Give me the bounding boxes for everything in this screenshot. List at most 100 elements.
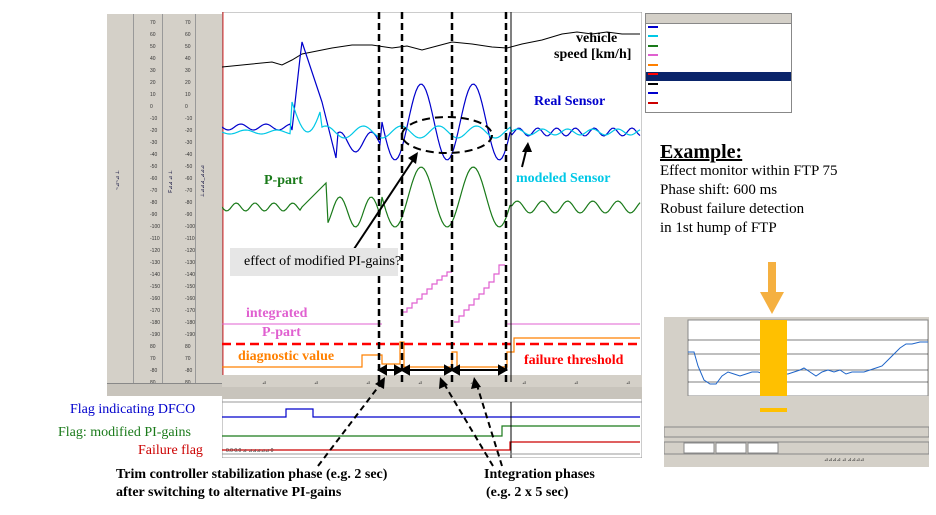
example-tabs xyxy=(683,442,779,454)
effect-ellipse xyxy=(401,116,493,154)
legend-row[interactable] xyxy=(648,81,788,90)
scale-tick-label: -180 xyxy=(150,320,161,326)
question-arrow xyxy=(351,156,416,253)
scale-tick-label: -70 xyxy=(185,188,193,194)
dfco-flag-label: Flag indicating DFCO xyxy=(70,402,196,417)
scale-tick-label: -60 xyxy=(185,176,193,182)
scale-tick-label: 20 xyxy=(150,80,156,86)
scale-tick-label: -120 xyxy=(150,248,161,254)
scale-tick-label: 70 xyxy=(185,356,191,362)
failure-flag-label: Failure flag xyxy=(138,443,203,458)
scale-tick-label: -120 xyxy=(185,248,196,254)
legend-swatch xyxy=(648,82,658,85)
example-line3: Robust failure detection xyxy=(660,201,805,217)
modeled-sensor-curve xyxy=(222,101,641,139)
scale-scrollbar[interactable] xyxy=(107,383,222,396)
p-part-label: P-part xyxy=(264,173,303,188)
legend-selected-row[interactable] xyxy=(646,72,791,81)
legend-row[interactable] xyxy=(648,43,788,52)
example-chart: ⊿⊿⊿⊿ ⊿ ⊿⊿⊿⊿ xyxy=(664,262,929,467)
example-line2: Phase shift: 600 ms xyxy=(660,182,778,198)
scale-channel-label-1: ~⊿~⊿ ⊥ xyxy=(115,170,121,190)
trim-annotation-line1: Trim controller stabilization phase (e.g… xyxy=(116,467,388,482)
x-tick-label: ⊿ xyxy=(418,381,422,386)
scale-tick-label: -20 xyxy=(185,128,193,134)
legend-swatch xyxy=(648,73,658,76)
scale-tick-label: -80 xyxy=(150,200,158,206)
legend-row[interactable] xyxy=(648,100,788,109)
legend-swatch xyxy=(648,92,658,95)
scale-tick-label: -50 xyxy=(185,164,193,170)
legend-row[interactable] xyxy=(648,91,788,100)
x-tick-label: ⊿ xyxy=(626,381,630,386)
scale-tick-label: 70 xyxy=(150,20,156,26)
legend-row[interactable] xyxy=(648,34,788,43)
scale-tick-label: 10 xyxy=(185,92,191,98)
legend-row[interactable] xyxy=(648,24,788,33)
scale-tick-label: -70 xyxy=(150,188,158,194)
scale-tick-label: -40 xyxy=(185,152,193,158)
legend-row[interactable] xyxy=(648,53,788,62)
scale-tick-label: 30 xyxy=(150,68,156,74)
scale-tick-label: -80 xyxy=(150,368,158,374)
scale-tick-label: 60 xyxy=(185,32,191,38)
scale-tick-label: 30 xyxy=(185,68,191,74)
scale-tick-label: -160 xyxy=(150,296,161,302)
scale-tick-label: -140 xyxy=(185,272,196,278)
x-tick-label: ⊿ xyxy=(314,381,318,386)
scale-tick-label: -50 xyxy=(150,164,158,170)
integrated-label: integrated xyxy=(246,306,308,321)
scale-tick-label: 20 xyxy=(185,80,191,86)
modeled-sensor-label: modeled Sensor xyxy=(516,171,611,186)
scale-tick-label: 60 xyxy=(150,32,156,38)
scale-tick-label: -160 xyxy=(185,296,196,302)
scale-tick-label: -110 xyxy=(185,236,195,242)
x-tick-label: ⊿ xyxy=(574,381,578,386)
scale-panel xyxy=(107,14,223,396)
trim-annotation-line2: after switching to alternative PI-gains xyxy=(116,485,342,500)
scale-tick-label: -130 xyxy=(150,260,161,266)
scale-tick-label: 80 xyxy=(150,344,156,350)
example-status-text: ⊿⊿⊿⊿ ⊿ ⊿⊿⊿⊿ xyxy=(824,458,864,463)
scale-tick-label: -190 xyxy=(185,332,196,338)
legend-row[interactable] xyxy=(648,72,788,81)
x-tick-label: ⊿ xyxy=(522,381,526,386)
effect-question-box xyxy=(230,248,398,276)
scale-tick-label: 0 xyxy=(150,104,153,110)
example-title: Example: xyxy=(660,141,743,163)
vehicle-speed-curve xyxy=(222,31,640,68)
scale-tick-label: 50 xyxy=(185,44,191,50)
legend-swatch xyxy=(648,25,658,28)
scale-tick-label: -40 xyxy=(150,152,158,158)
x-tick-label: ⊿ xyxy=(470,381,474,386)
p-part-lower-label: P-part xyxy=(262,325,301,340)
scale-channel-label-3: ⊥⊿⊿⊿_⊿⊿⊿ xyxy=(200,165,206,198)
scale-tick-label: -150 xyxy=(150,284,161,290)
channel-legend-panel xyxy=(645,13,792,113)
scale-divider-1 xyxy=(133,14,134,396)
scale-tick-label: 70 xyxy=(185,20,191,26)
integration-annotation-line1: Integration phases xyxy=(484,467,595,482)
scale-tick-label: -90 xyxy=(150,212,158,218)
legend-row[interactable] xyxy=(648,62,788,71)
integrated-curve-1 xyxy=(402,271,452,313)
scale-tick-label: -170 xyxy=(150,308,161,314)
scale-tick-label: -10 xyxy=(150,116,158,122)
example-signal-curve xyxy=(688,341,928,385)
scale-tick-label: -130 xyxy=(185,260,196,266)
scale-tick-label: 10 xyxy=(150,92,156,98)
scale-tick-label: -30 xyxy=(185,140,193,146)
integration-annotation-line2: (e.g. 2 x 5 sec) xyxy=(486,485,569,500)
phase-arrows xyxy=(376,364,509,376)
legend-header xyxy=(646,14,791,24)
legend-swatch xyxy=(648,101,658,104)
scale-tick-label: -140 xyxy=(150,272,161,278)
vehicle-speed-label-2: speed [km/h] xyxy=(554,47,632,62)
legend-swatch xyxy=(648,63,658,66)
diagnostic-value-label: diagnostic value xyxy=(238,349,335,364)
x-tick-label: ⊿ xyxy=(262,381,266,386)
legend-swatch xyxy=(648,44,658,47)
example-line1: Effect monitor within FTP 75 xyxy=(660,163,838,179)
